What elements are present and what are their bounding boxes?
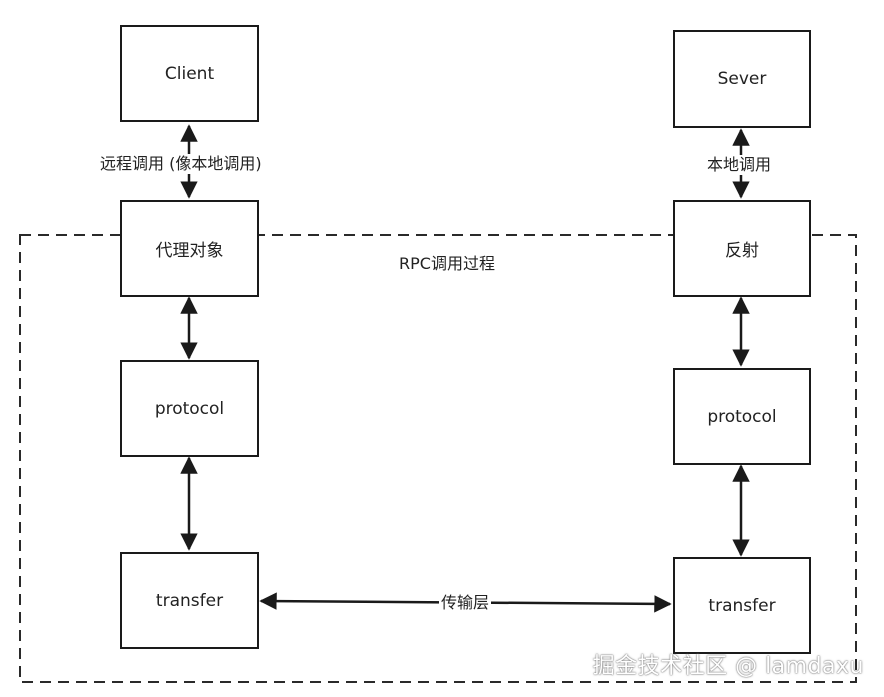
transfer-node-right: transfer: [673, 557, 811, 654]
proxy-object-label: 代理对象: [155, 241, 224, 261]
proxy-object-node: 代理对象: [120, 200, 259, 297]
rpc-process-boundary: [19, 234, 857, 683]
transfer-label-left: transfer: [155, 590, 224, 611]
reflection-label: 反射: [725, 241, 759, 261]
server-label: Sever: [717, 69, 767, 89]
local-call-label: 本地调用: [707, 155, 772, 175]
client-label: Client: [164, 63, 215, 84]
protocol-label-left: protocol: [154, 398, 225, 419]
protocol-node-right: protocol: [673, 368, 811, 465]
remote-call-label: 远程调用 (像本地调用): [100, 154, 262, 174]
rpc-process-label: RPC调用过程: [399, 254, 495, 274]
server-node: Sever: [673, 30, 811, 128]
client-node: Client: [120, 25, 259, 122]
transfer-node-left: transfer: [120, 552, 259, 649]
reflection-node: 反射: [673, 200, 811, 297]
protocol-node-left: protocol: [120, 360, 259, 457]
transport-layer-label: 传输层: [439, 593, 492, 613]
protocol-label-right: protocol: [707, 406, 777, 427]
watermark-text: 掘金技术社区 @ lamdaxu: [592, 654, 864, 679]
transfer-label-right: transfer: [708, 595, 776, 616]
